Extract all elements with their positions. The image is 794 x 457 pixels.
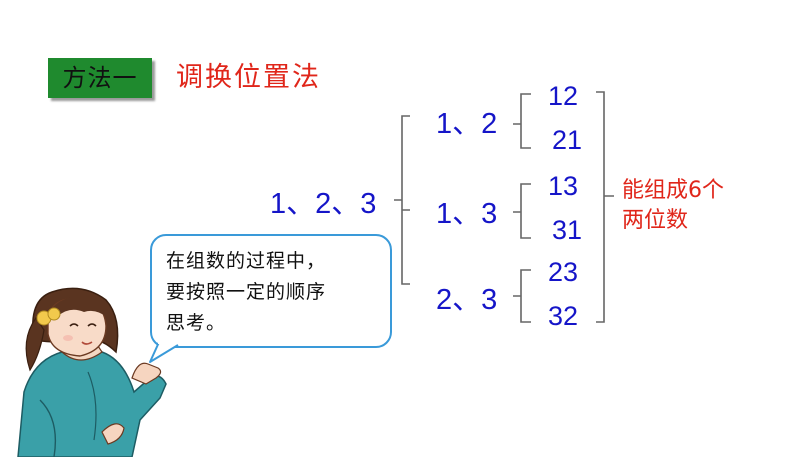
pair2-brace <box>513 183 531 239</box>
speech-bubble <box>150 234 392 348</box>
pair1-brace <box>513 93 531 149</box>
two-digit-number: 23 <box>548 257 579 287</box>
pair-label: 2、3 <box>436 284 498 316</box>
two-digit-number: 13 <box>548 171 579 201</box>
result-text: 能组成6个 两位数 <box>622 176 724 236</box>
pair3-brace <box>513 269 531 323</box>
bubble-line-1: 在组数的过程中， <box>166 250 327 272</box>
two-digit-number: 31 <box>552 215 583 245</box>
result-line-1: 能组成6个 <box>622 178 724 203</box>
result-brace <box>596 91 614 323</box>
two-digit-number: 21 <box>552 125 583 155</box>
pair-label: 1、2 <box>436 108 498 140</box>
bubble-line-3: 思考。 <box>166 312 227 334</box>
method-name: 调换位置法 <box>176 62 321 93</box>
source-numbers: 1、2、3 <box>270 188 377 220</box>
speech-bubble-text: 在组数的过程中， 要按照一定的顺序 思考。 <box>166 246 390 339</box>
method-badge: 方法一 <box>48 58 152 98</box>
two-digit-number: 12 <box>548 81 579 111</box>
pair-label: 1、3 <box>436 198 498 230</box>
result-line-2: 两位数 <box>622 208 689 233</box>
bubble-line-2: 要按照一定的顺序 <box>166 281 327 303</box>
main-brace <box>394 115 410 285</box>
two-digit-number: 32 <box>548 301 579 331</box>
